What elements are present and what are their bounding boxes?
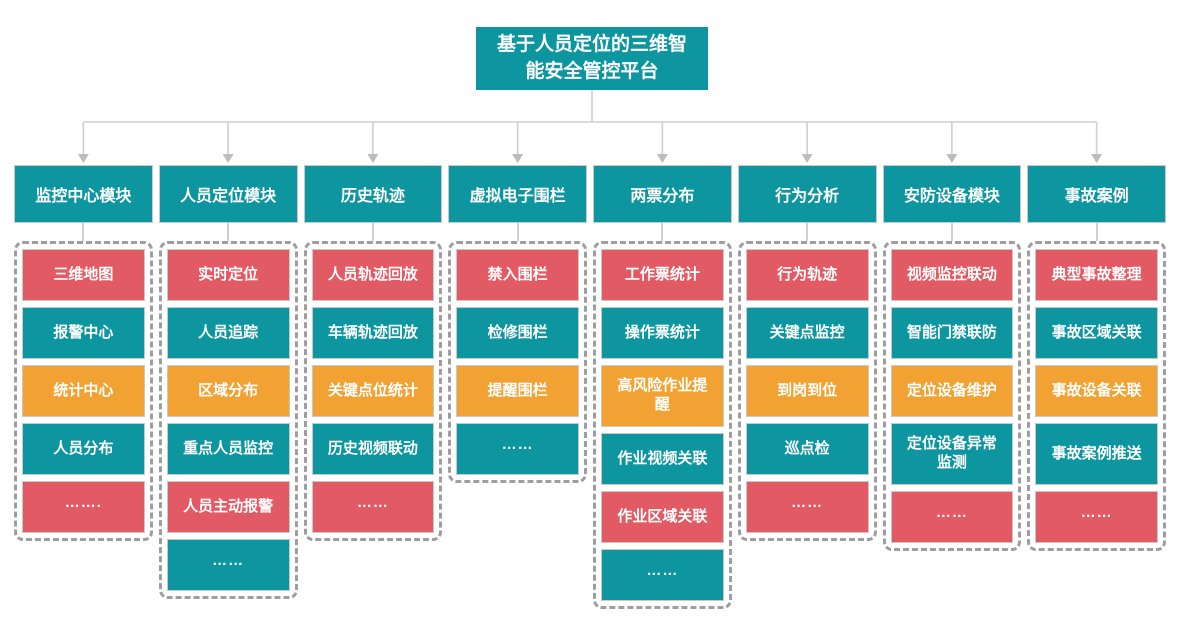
module-column: 行为分析行为轨迹关键点监控到岗到位巡点检 …… <box>737 165 877 541</box>
module-item-label: …… <box>356 493 389 511</box>
module-group: 人员轨迹回放车辆轨迹回放关键点位统计历史视频联动 …… <box>303 241 443 541</box>
module-item-label: …… <box>646 561 679 579</box>
module-group: 典型事故整理事故区域关联事故设备关联事故案例推送 …… <box>1027 241 1166 551</box>
module-group: 视频监控联动智能门禁联防定位设备维护定位设备异常监测 …… <box>882 241 1022 551</box>
module-item: …… <box>166 539 290 591</box>
module-item-label: …… <box>1080 503 1113 521</box>
module-header: 事故案例 <box>1027 165 1166 223</box>
module-column: 事故案例典型事故整理事故区域关联事故设备关联事故案例推送 …… <box>1027 165 1166 551</box>
header-group-connector <box>806 223 809 241</box>
module-item: …… <box>745 481 869 533</box>
module-item: 高风险作业提醒 <box>601 365 724 427</box>
module-columns: 监控中心模块三维地图报警中心统计中心人员分布 ……. 人员定位模块实时定位人员追踪区… <box>0 165 1180 609</box>
module-item: 人员主动报警 <box>166 481 290 533</box>
module-item: …… <box>601 549 724 601</box>
module-item: 人员追踪 <box>166 307 290 359</box>
arrow-down-icon <box>946 154 958 163</box>
module-item: 巡点检 <box>745 423 869 475</box>
module-header: 虚拟电子围栏 <box>448 165 587 223</box>
module-header: 历史轨迹 <box>303 165 443 223</box>
module-item: 视频监控联动 <box>890 249 1014 301</box>
module-item-label: …… <box>935 503 968 521</box>
module-item: 检修围栏 <box>456 307 579 359</box>
module-item: 到岗到位 <box>745 365 869 417</box>
module-item: 实时定位 <box>166 249 290 301</box>
header-group-connector <box>82 223 85 241</box>
module-item: 事故区域关联 <box>1035 307 1158 359</box>
header-group-connector <box>371 223 374 241</box>
module-item: 提醒围栏 <box>456 365 579 417</box>
module-item: …… <box>456 423 579 475</box>
module-header: 监控中心模块 <box>14 165 153 223</box>
module-item: 区域分布 <box>166 365 290 417</box>
module-item: ……. <box>22 481 145 533</box>
module-item-label: …… <box>791 493 824 511</box>
arrow-down-icon <box>1091 154 1103 163</box>
module-column: 虚拟电子围栏禁入围栏检修围栏提醒围栏 …… <box>448 165 587 483</box>
header-group-connector <box>1095 223 1098 241</box>
platform-title: 基于人员定位的三维智能安全管控平台 <box>476 27 708 90</box>
module-group: 实时定位人员追踪区域分布重点人员监控人员主动报警 …… <box>158 241 298 599</box>
module-group: 工作票统计操作票统计高风险作业提醒作业视频关联作业区域关联 …… <box>593 241 732 609</box>
module-group: 禁入围栏检修围栏提醒围栏 …… <box>448 241 587 483</box>
module-header: 人员定位模块 <box>158 165 298 223</box>
arrow-down-icon <box>801 154 813 163</box>
module-column: 安防设备模块视频监控联动智能门禁联防定位设备维护定位设备异常监测 …… <box>882 165 1022 551</box>
module-item: 作业区域关联 <box>601 491 724 543</box>
module-header: 安防设备模块 <box>882 165 1022 223</box>
module-item: 典型事故整理 <box>1035 249 1158 301</box>
module-header: 两票分布 <box>593 165 732 223</box>
module-item: 操作票统计 <box>601 307 724 359</box>
module-item-label: ……. <box>64 493 102 511</box>
module-item: 关键点位统计 <box>311 365 435 417</box>
module-item: 行为轨迹 <box>745 249 869 301</box>
module-item: 统计中心 <box>22 365 145 417</box>
arrow-down-icon <box>656 154 668 163</box>
module-item: 人员轨迹回放 <box>311 249 435 301</box>
module-item: 报警中心 <box>22 307 145 359</box>
module-header: 行为分析 <box>737 165 877 223</box>
module-item: 事故设备关联 <box>1035 365 1158 417</box>
module-item: 人员分布 <box>22 423 145 475</box>
module-item: …… <box>890 491 1014 543</box>
module-column: 监控中心模块三维地图报警中心统计中心人员分布 ……. <box>14 165 153 541</box>
module-group: 三维地图报警中心统计中心人员分布 ……. <box>14 241 153 541</box>
module-column: 历史轨迹人员轨迹回放车辆轨迹回放关键点位统计历史视频联动 …… <box>303 165 443 541</box>
module-item: 三维地图 <box>22 249 145 301</box>
module-item: 禁入围栏 <box>456 249 579 301</box>
module-column: 两票分布工作票统计操作票统计高风险作业提醒作业视频关联作业区域关联 …… <box>593 165 732 609</box>
module-column: 人员定位模块实时定位人员追踪区域分布重点人员监控人员主动报警 …… <box>158 165 298 599</box>
module-item: 定位设备异常监测 <box>890 423 1014 485</box>
module-item: 定位设备维护 <box>890 365 1014 417</box>
arrow-down-icon <box>222 154 234 163</box>
module-item: 工作票统计 <box>601 249 724 301</box>
arrow-down-icon <box>367 154 379 163</box>
module-item: 重点人员监控 <box>166 423 290 475</box>
module-item: 车辆轨迹回放 <box>311 307 435 359</box>
module-item: …… <box>1035 491 1158 543</box>
arrow-down-icon <box>77 154 89 163</box>
header-group-connector <box>227 223 230 241</box>
header-group-connector <box>950 223 953 241</box>
arrow-down-icon <box>512 154 524 163</box>
header-group-connector <box>661 223 664 241</box>
module-item: 智能门禁联防 <box>890 307 1014 359</box>
module-group: 行为轨迹关键点监控到岗到位巡点检 …… <box>737 241 877 541</box>
module-item: 关键点监控 <box>745 307 869 359</box>
header-group-connector <box>516 223 519 241</box>
module-item: 历史视频联动 <box>311 423 435 475</box>
module-item: …… <box>311 481 435 533</box>
module-item: 作业视频关联 <box>601 433 724 485</box>
module-item-label: …… <box>501 435 534 453</box>
module-item: 事故案例推送 <box>1035 423 1158 485</box>
module-item-label: …… <box>212 551 245 569</box>
